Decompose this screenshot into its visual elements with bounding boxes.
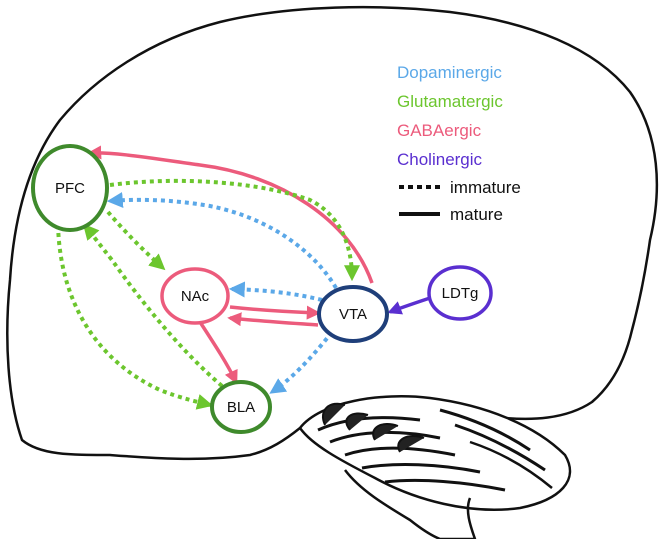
node-bla: BLA [210, 380, 272, 434]
node-vta-label: VTA [339, 306, 367, 323]
edge-nac-to-bla-gabaergic [198, 321, 238, 385]
brain-outline [6, 5, 659, 461]
edge-pfc-to-vta-glutamatergic [109, 178, 360, 282]
legend-dopaminergic: Dopaminergic [397, 63, 502, 82]
node-nac: NAc [160, 267, 230, 325]
edge-vta-to-pfc-gabaergic [87, 145, 374, 284]
edge-nac-to-vta-gabaergic [229, 305, 321, 320]
brainstem [344, 469, 477, 539]
node-pfc-label: PFC [55, 180, 85, 197]
legend: Dopaminergic Glutamatergic GABAergic Cho… [397, 63, 521, 224]
node-bla-label: BLA [227, 399, 255, 416]
legend-gabaergic: GABAergic [397, 121, 482, 140]
node-pfc: PFC [31, 144, 109, 232]
edge-vta-to-pfc-dopaminergic [106, 192, 338, 290]
edge-vta-to-nac-gabaergic [227, 312, 319, 327]
legend-mature-label: mature [450, 205, 503, 224]
edge-pfc-to-bla-glutamatergic [56, 224, 214, 410]
edge-pfc-to-nac-glutamatergic [106, 210, 166, 271]
legend-glutamatergic: Glutamatergic [397, 92, 503, 111]
legend-cholinergic: Cholinergic [397, 150, 483, 169]
edge-vta-to-nac-dopaminergic [228, 281, 323, 302]
cerebellum-illustration [298, 395, 572, 511]
edge-ldtg-to-vta-cholinergic [387, 296, 431, 315]
node-vta: VTA [317, 285, 389, 343]
node-nac-label: NAc [181, 288, 210, 305]
legend-immature-label: immature [450, 178, 521, 197]
node-ldtg: LDTg [427, 265, 493, 321]
node-ldtg-label: LDTg [442, 285, 479, 302]
edge-bla-to-pfc-glutamatergic [82, 223, 224, 388]
edge-vta-to-bla-dopaminergic [269, 330, 334, 394]
